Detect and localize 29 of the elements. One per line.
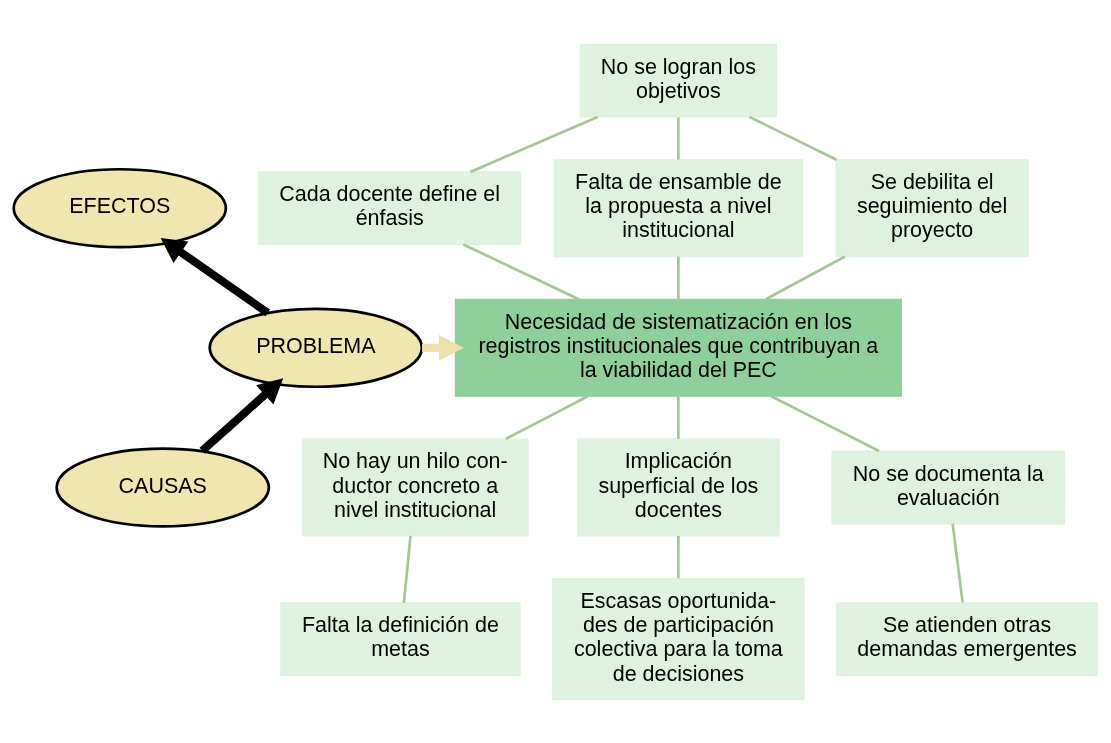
connector [770, 394, 880, 452]
node-box: Cada docente define el énfasis [258, 170, 522, 245]
node-box: Necesidad de sistematización en los registros institucionales que contribuyan a la viabilidad del PEC [454, 298, 902, 397]
arrow [160, 237, 270, 316]
connector [677, 116, 680, 160]
arrow [422, 334, 464, 361]
connector [677, 395, 680, 439]
node-ellipse: PROBLEMA [208, 307, 424, 388]
connector [505, 394, 589, 440]
connector [469, 115, 599, 173]
node-box: Se debilita el seguimiento del proyecto [835, 158, 1029, 257]
connector [951, 523, 964, 603]
node-box: Implicación superficial de los docentes [577, 437, 780, 536]
node-ellipse: EFECTOS [12, 167, 228, 248]
arrow [199, 377, 284, 454]
node-box: Falta la definición de metas [280, 601, 521, 676]
node-box: No se logran los objetivos [579, 43, 778, 118]
node-ellipse: CAUSAS [55, 446, 271, 528]
node-box: Escasas oportunida- des de participación colectiva para la toma de decisiones [552, 577, 805, 700]
connector [765, 254, 846, 300]
connector [677, 535, 680, 578]
connector [677, 256, 680, 299]
connector [462, 242, 580, 301]
node-box: Se atienden otras demandas emergentes [836, 601, 1098, 676]
node-box: No hay un hilo con- ductor concreto a nivel institucional [301, 437, 529, 536]
node-box: No se documenta la evaluación [831, 450, 1066, 524]
node-box: Falta de ensamble de la propuesta a nivel institucional [553, 158, 804, 257]
connector [748, 115, 838, 161]
connector [402, 535, 412, 603]
